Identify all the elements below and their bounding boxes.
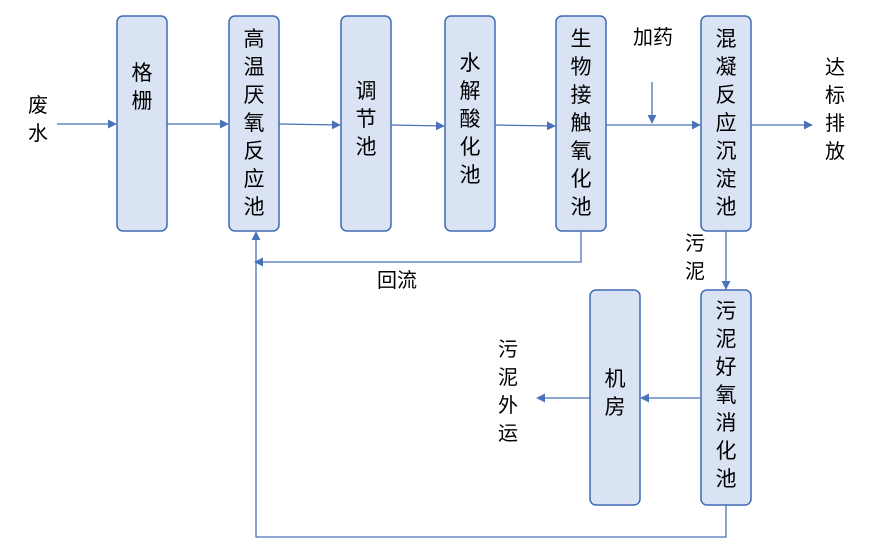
node-hydrolysis-tank: 水解酸化池 xyxy=(444,15,496,232)
arrow-hydrolysis-to-oxidation xyxy=(494,121,556,131)
node-regulating-tank-label: 调节池 xyxy=(356,79,377,159)
node-coagulation-tank-label: 混凝反应沉淀池 xyxy=(716,27,737,219)
label-reflux: 回流 xyxy=(377,268,417,292)
node-contact-oxidation-tank-label: 生物接触氧化池 xyxy=(571,27,592,219)
node-hydrolysis-tank-label: 水解酸化池 xyxy=(460,51,481,187)
label-input: 废水 xyxy=(28,93,48,145)
label-sludge: 污泥 xyxy=(685,231,705,283)
node-contact-oxidation-tank: 生物接触氧化池 xyxy=(555,15,607,232)
arrow-reflux xyxy=(254,231,582,267)
node-regulating-tank: 调节池 xyxy=(340,15,392,232)
node-anaerobic-tank-label: 高温厌氧反应池 xyxy=(244,27,265,219)
label-sludge-out: 污泥外运 xyxy=(498,337,518,445)
node-machine-room-label: 机房 xyxy=(605,367,626,419)
node-anaerobic-tank: 高温厌氧反应池 xyxy=(228,15,280,232)
node-grille: 格栅 xyxy=(116,15,168,232)
label-output: 达标排放 xyxy=(825,55,845,163)
node-coagulation-tank: 混凝反应沉淀池 xyxy=(700,15,752,232)
arrow-digestion-return xyxy=(251,231,727,538)
node-sludge-digestion-tank: 污泥好氧消化池 xyxy=(700,289,752,506)
arrow-regulating-to-hydrolysis xyxy=(390,121,445,131)
node-grille-label: 格栅 xyxy=(132,61,153,113)
node-machine-room: 机房 xyxy=(589,289,641,506)
node-sludge-digestion-tank-label: 污泥好氧消化池 xyxy=(716,299,737,491)
arrow-anaerobic-to-regulating xyxy=(278,120,341,130)
label-dosing: 加药 xyxy=(633,25,673,49)
